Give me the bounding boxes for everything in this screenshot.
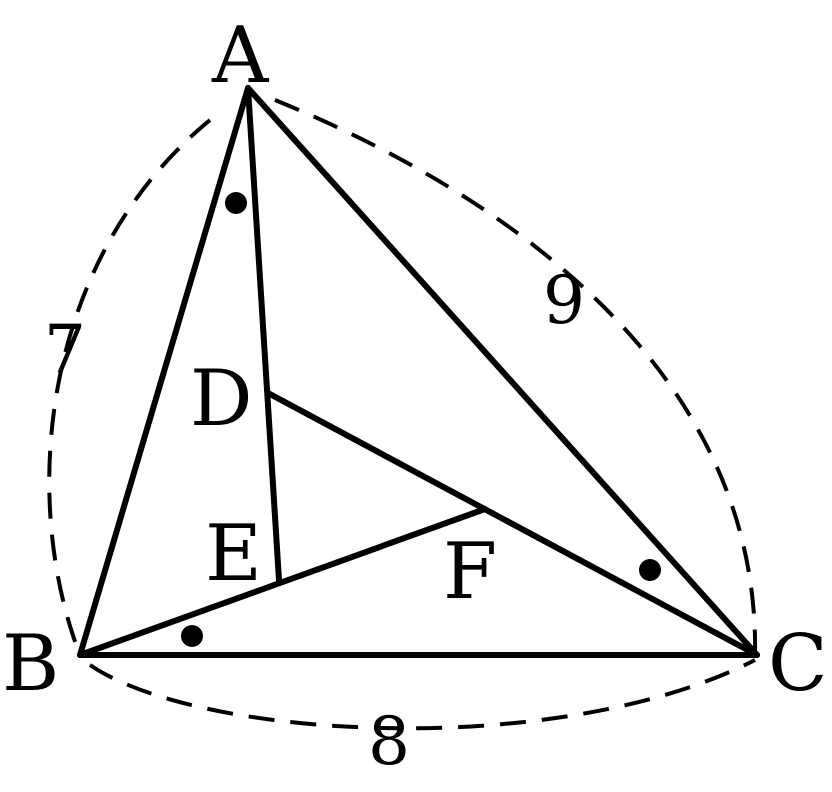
arc-ab	[47, 118, 212, 656]
length-bc: 8	[368, 703, 410, 780]
segment-bf	[77, 506, 488, 658]
angle-mark-b	[181, 625, 203, 647]
label-b: B	[2, 619, 59, 709]
label-f: F	[443, 527, 497, 617]
arc-ac	[274, 98, 758, 656]
label-d: D	[190, 354, 253, 444]
side-ab	[77, 85, 251, 658]
angle-mark-a	[225, 192, 247, 214]
label-a: A	[211, 11, 270, 101]
length-ab: 7	[44, 311, 86, 388]
length-ac: 9	[543, 262, 585, 339]
angle-mark-c	[639, 559, 661, 581]
segment-cd	[265, 390, 760, 658]
segment-ae	[245, 85, 282, 583]
arc-bc	[88, 658, 756, 731]
label-c: C	[768, 619, 828, 709]
label-e: E	[205, 509, 262, 599]
side-ac	[245, 85, 760, 658]
